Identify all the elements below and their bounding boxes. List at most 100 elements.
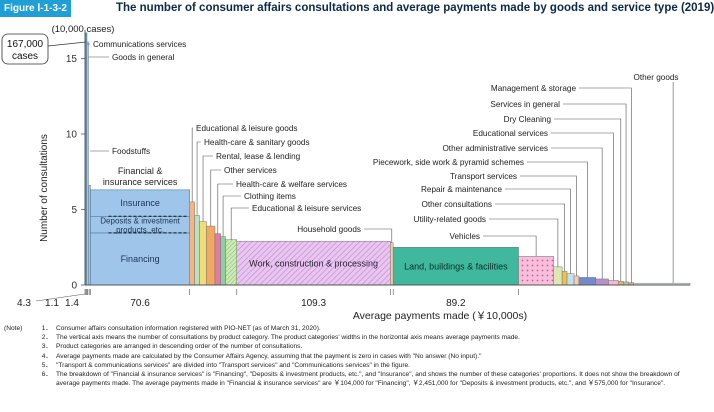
- label-leader: [563, 103, 627, 282]
- category-label: Communications services: [93, 40, 186, 49]
- callout-box: [1, 33, 49, 65]
- label-leader: [191, 127, 193, 202]
- note-item: (Note)1．Consumer affairs consultation in…: [4, 324, 696, 333]
- figure-header: Figure Ⅰ-1-3-2 The number of consumer af…: [0, 0, 714, 17]
- category-label: Other administrative services: [442, 144, 548, 153]
- note-item: 3． Product categories are arranged in des…: [4, 342, 696, 351]
- width-label: 109.3: [301, 298, 326, 309]
- category-label: Educational & leisure services: [252, 204, 361, 213]
- note-number: 3．: [41, 343, 52, 351]
- label-leader: [520, 175, 577, 276]
- note-text: The breakdown of "Financial & insurance …: [56, 371, 680, 388]
- bar-other-administrative-services: [595, 278, 609, 286]
- label-leader: [196, 141, 201, 216]
- label-leader: [551, 147, 603, 279]
- bar-piecework-side-work-pyramid-schemes: [578, 277, 597, 286]
- label-leader: [505, 188, 571, 274]
- bar-health-care-welfare-services: [214, 233, 221, 286]
- width-label: 1.1: [45, 298, 59, 309]
- label-leader: [230, 207, 249, 240]
- label-leader: [222, 195, 241, 237]
- x-axis-title: Average payments made (￥10,000s): [353, 310, 527, 322]
- note-item: 2．The vertical axis means the number of …: [4, 333, 696, 342]
- width-label: 70.6: [130, 298, 150, 309]
- note-number: 5．: [41, 361, 52, 369]
- y-tick-label: 15: [66, 54, 78, 65]
- finance-segment-label: products, etc.: [116, 226, 164, 235]
- category-label: Household goods: [297, 225, 361, 234]
- callout-text: cases: [12, 51, 38, 62]
- bar-utility-related-goods: [553, 266, 563, 286]
- label-leader: [554, 118, 622, 282]
- note-number: 6．: [41, 371, 52, 379]
- bar-services-in-general: [622, 281, 630, 286]
- bar-educational-leisure-services: [225, 239, 238, 286]
- bar-work-construction-processing: [236, 240, 391, 286]
- bar-other-services: [206, 225, 216, 286]
- finance-segment-label: Financing: [121, 254, 160, 264]
- notes-section: (Note)1．Consumer affairs consultation in…: [4, 324, 696, 388]
- label-leader: [489, 218, 559, 267]
- bar-land-buildings-facilities: [392, 247, 519, 286]
- note-number: 2．: [41, 334, 52, 342]
- bar-repair-maintenance: [566, 273, 575, 286]
- label-leader: [483, 235, 537, 257]
- label-leader: [202, 155, 213, 222]
- category-label: Services in general: [490, 100, 560, 109]
- category-label: Other goods: [633, 73, 678, 82]
- bar-clothing-items: [220, 236, 226, 286]
- label-leader: [210, 169, 221, 227]
- label-leader: [527, 161, 588, 278]
- bar-inner-label: Work, construction & processing: [249, 259, 378, 269]
- category-label: Clothing items: [244, 192, 296, 201]
- note-text: Consumer affairs consultation informatio…: [56, 325, 321, 332]
- category-label: Educational services: [473, 129, 548, 138]
- category-label: Management & storage: [491, 84, 577, 93]
- note-heading: [4, 370, 38, 388]
- note-heading: [4, 352, 38, 361]
- callout-text: 167,000: [7, 39, 44, 50]
- y-tick-label: 0: [71, 281, 77, 292]
- bar-other-consultations: [561, 271, 568, 286]
- bar-educational-services: [608, 280, 619, 286]
- note-item: 4． Average payments made are calculated b…: [4, 352, 696, 361]
- bar-inner-label: Land, buildings & facilities: [404, 262, 508, 272]
- category-label: Rental, lease & lending: [216, 152, 301, 161]
- category-label: Piecework, side work & pyramid schemes: [373, 158, 524, 167]
- bar-transport-services: [573, 275, 580, 286]
- category-label: Educational & leisure goods: [196, 124, 298, 133]
- finance-segment-label: Insurance: [120, 198, 160, 208]
- y-tick-label: 10: [66, 130, 78, 141]
- bar-household-goods: [390, 242, 394, 286]
- bar-vehicles: [518, 256, 554, 286]
- category-label: Vehicles: [450, 232, 481, 241]
- label-leader: [551, 132, 614, 281]
- label-leader: [579, 87, 632, 283]
- category-label: Transport services: [450, 172, 517, 181]
- y-axis-title: Number of consultations: [39, 134, 50, 242]
- bar-health-care-sanitary-goods: [194, 215, 200, 286]
- category-label: Foodstuffs: [112, 147, 150, 156]
- note-number: 4．: [41, 352, 52, 360]
- note-text: Product categories are arranged in desce…: [56, 343, 303, 351]
- width-label: 1.4: [65, 298, 79, 309]
- finance-title-line: Financial &: [118, 166, 163, 176]
- bar-educational-leisure-goods: [189, 201, 195, 286]
- category-label: Other services: [224, 166, 277, 175]
- category-label: Repair & maintenance: [421, 185, 502, 194]
- finance-title-line: insurance services: [103, 177, 178, 187]
- note-number: 1．: [41, 325, 52, 332]
- width-label: 89.2: [446, 298, 466, 309]
- callout-leader: [47, 41, 87, 47]
- figure-title: The number of consumer affairs consultat…: [116, 2, 714, 14]
- label-leader: [495, 203, 565, 272]
- category-label: Health-care & sanitary goods: [204, 138, 310, 147]
- label-leader: [217, 183, 233, 234]
- finance-segment-financing: [90, 232, 190, 286]
- y-tick-label: 5: [71, 205, 77, 216]
- category-label: Goods in general: [112, 53, 175, 62]
- finance-segment-label: Deposits & investment: [100, 217, 180, 226]
- note-text: Average payments made are calculated by …: [56, 352, 482, 360]
- bar-rental-lease-lending: [199, 221, 207, 286]
- category-label: Other consultations: [421, 200, 492, 209]
